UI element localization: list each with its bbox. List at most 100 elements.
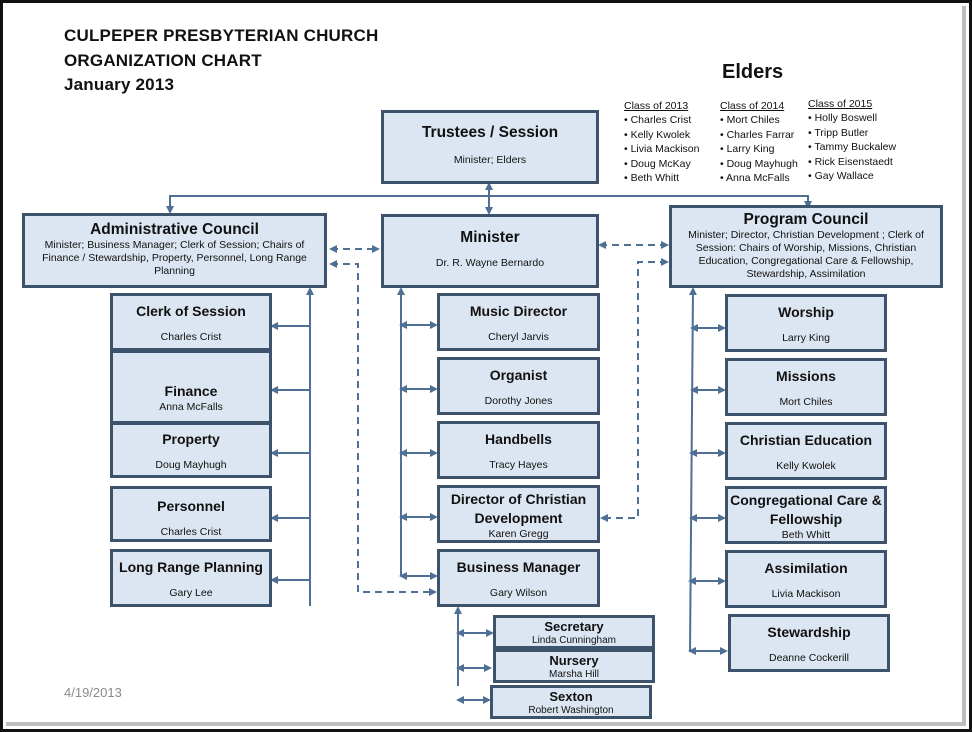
box-members: Minister; Director, Christian Developmen… xyxy=(688,229,924,280)
elder-name: Charles Crist xyxy=(624,113,699,127)
elder-name: Rick Eisenstaedt xyxy=(808,155,896,169)
unit-person: Dorothy Jones xyxy=(484,395,553,407)
staff-unit-organist[interactable]: Organist Dorothy Jones xyxy=(437,357,600,415)
program-unit-christian-education[interactable]: Christian Education Kelly Kwolek xyxy=(725,422,887,480)
chart-title: CULPEPER PRESBYTERIAN CHURCH ORGANIZATIO… xyxy=(64,24,378,98)
unit-person: Robert Washington xyxy=(528,705,614,716)
unit-person: Tracy Hayes xyxy=(489,459,548,471)
box-title: Program Council xyxy=(743,211,869,228)
elders-heading: Elders xyxy=(722,61,784,83)
unit-person: Beth Whitt xyxy=(781,529,831,541)
title-church: CULPEPER PRESBYTERIAN CHURCH xyxy=(64,26,379,45)
minister-box[interactable]: Minister Dr. R. Wayne Bernardo xyxy=(381,214,599,288)
unit-title: Secretary xyxy=(544,619,604,634)
class-label: Class of 2014 xyxy=(720,100,785,112)
box-members: Minister; Business Manager; Clerk of Ses… xyxy=(42,239,307,277)
admin-unit-clerk-of-session[interactable]: Clerk of Session Charles Crist xyxy=(110,293,272,351)
program-unit-assimilation[interactable]: Assimilation Livia Mackison xyxy=(725,550,887,608)
unit-title: Clerk of Session xyxy=(136,303,246,319)
elder-name: Tammy Buckalew xyxy=(808,140,896,154)
elders-class-2013: Class of 2013 Charles Crist Kelly Kwolek… xyxy=(624,99,699,185)
admin-unit-personnel[interactable]: Personnel Charles Crist xyxy=(110,486,272,542)
elder-name: Livia Mackison xyxy=(624,142,700,156)
unit-person: Gary Lee xyxy=(169,587,213,599)
staff-unit-handbells[interactable]: Handbells Tracy Hayes xyxy=(437,421,600,479)
unit-title: Nursery xyxy=(549,653,599,668)
unit-title: Missions xyxy=(776,368,836,384)
elder-name: Tripp Butler xyxy=(808,126,896,140)
elder-name: Holly Boswell xyxy=(808,111,896,125)
class-label: Class of 2015 xyxy=(808,98,873,110)
elder-name: Beth Whitt xyxy=(624,171,699,185)
unit-title: Congregational Care & Fellowship xyxy=(730,492,882,527)
program-unit-congregational-care[interactable]: Congregational Care & Fellowship Beth Wh… xyxy=(725,486,887,544)
elder-name: Kelly Kwolek xyxy=(624,128,699,142)
unit-person: Anna McFalls xyxy=(159,401,223,413)
staff-unit-music-director[interactable]: Music Director Cheryl Jarvis xyxy=(437,293,600,351)
admin-unit-property[interactable]: Property Doug Mayhugh xyxy=(110,422,272,478)
unit-person: Karen Gregg xyxy=(488,528,549,540)
unit-title: Assimilation xyxy=(764,560,848,576)
unit-person: Marsha Hill xyxy=(548,669,599,680)
box-title: Administrative Council xyxy=(90,221,259,238)
program-council-box[interactable]: Program Council Minister; Director, Chri… xyxy=(669,205,943,288)
unit-title: Property xyxy=(162,431,220,447)
program-unit-missions[interactable]: Missions Mort Chiles xyxy=(725,358,887,416)
unit-title: Christian Education xyxy=(739,432,873,448)
unit-title: Personnel xyxy=(157,498,225,514)
elder-name: Charles Farrar xyxy=(720,128,798,142)
unit-title: Worship xyxy=(778,304,834,320)
box-members: Dr. R. Wayne Bernardo xyxy=(435,257,545,269)
class-label: Class of 2013 xyxy=(624,100,689,112)
unit-person: Linda Cunningham xyxy=(532,635,616,646)
dashed-program-dcd xyxy=(600,258,669,522)
unit-person: Kelly Kwolek xyxy=(776,460,836,472)
elder-name: Doug Mayhugh xyxy=(720,157,798,171)
unit-person: Charles Crist xyxy=(160,331,222,343)
elders-class-2014: Class of 2014 Mort Chiles Charles Farrar… xyxy=(720,99,798,185)
unit-person: Deanne Cockerill xyxy=(769,652,849,664)
elder-name: Gay Wallace xyxy=(808,169,896,183)
program-unit-stewardship[interactable]: Stewardship Deanne Cockerill xyxy=(728,614,890,672)
admin-unit-finance[interactable]: Finance Anna McFalls xyxy=(110,350,272,424)
administrative-council-box[interactable]: Administrative Council Minister; Busines… xyxy=(22,213,327,288)
unit-person: Charles Crist xyxy=(160,526,222,538)
unit-person: Livia Mackison xyxy=(771,588,841,600)
unit-person: Cheryl Jarvis xyxy=(488,331,549,343)
support-unit-secretary[interactable]: Secretary Linda Cunningham xyxy=(493,615,655,649)
unit-title: Director of Christian Development xyxy=(450,491,587,526)
box-title: Minister xyxy=(460,229,520,246)
title-chart: ORGANIZATION CHART xyxy=(64,50,262,70)
box-members: Minister; Elders xyxy=(453,154,527,166)
staff-unit-business-manager[interactable]: Business Manager Gary Wilson xyxy=(437,549,600,607)
box-title: Trustees / Session xyxy=(421,124,559,141)
elder-name: Doug McKay xyxy=(624,157,699,171)
staff-unit-director-christian-development[interactable]: Director of Christian Development Karen … xyxy=(437,485,600,543)
unit-title: Business Manager xyxy=(456,559,581,575)
unit-title: Organist xyxy=(489,367,548,383)
support-unit-nursery[interactable]: Nursery Marsha Hill xyxy=(493,649,655,683)
unit-person: Gary Wilson xyxy=(489,587,548,599)
elder-name: Anna McFalls xyxy=(720,171,798,185)
unit-person: Larry King xyxy=(782,332,830,344)
trustees-session-box[interactable]: Trustees / Session Minister; Elders xyxy=(381,110,599,184)
elder-name: Larry King xyxy=(720,142,798,156)
title-date: January 2013 xyxy=(64,75,175,94)
unit-person: Doug Mayhugh xyxy=(155,459,227,471)
unit-title: Handbells xyxy=(485,431,552,447)
elder-name: Mort Chiles xyxy=(720,113,798,127)
unit-title: Music Director xyxy=(469,303,568,319)
footer-date: 4/19/2013 xyxy=(64,685,122,700)
support-unit-sexton[interactable]: Sexton Robert Washington xyxy=(490,685,652,719)
elders-class-2015: Class of 2015 Holly Boswell Tripp Butler… xyxy=(808,97,896,183)
unit-title: Stewardship xyxy=(767,624,851,640)
unit-title: Sexton xyxy=(549,689,593,704)
unit-title: Finance xyxy=(164,383,218,399)
program-spine xyxy=(688,287,697,653)
admin-unit-long-range-planning[interactable]: Long Range Planning Gary Lee xyxy=(110,549,272,607)
unit-title: Long Range Planning xyxy=(119,559,263,575)
program-unit-worship[interactable]: Worship Larry King xyxy=(725,294,887,352)
unit-person: Mort Chiles xyxy=(779,396,833,408)
